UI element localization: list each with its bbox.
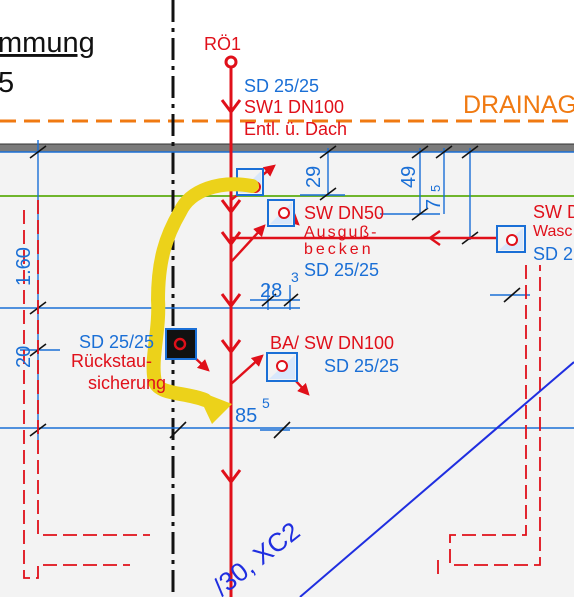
highlight-arrowhead xyxy=(196,390,232,424)
floor-drain-square-icon xyxy=(267,199,295,227)
diagonal-section-line xyxy=(299,361,574,597)
sw-dn50-label: SW DN50 xyxy=(304,203,384,223)
rueck-label-1: Rückstau- xyxy=(71,351,152,371)
dim-28-sup: 3 xyxy=(291,269,299,285)
sw1-label: SW1 DN100 xyxy=(244,97,344,117)
dim-28: 28 xyxy=(260,280,282,302)
backflow-preventer-icon xyxy=(165,328,197,360)
drainage-label: DRAINAG xyxy=(463,91,574,119)
dim-160: 1.60 xyxy=(13,247,35,286)
entl-label: Entl. ü. Dach xyxy=(244,119,347,139)
dim-49: 49 xyxy=(398,166,420,188)
right-wasc-label: Wasc xyxy=(533,223,572,240)
main-pipe xyxy=(224,55,238,597)
sd-left-label: SD 25/25 xyxy=(79,332,154,352)
dim-29: 29 xyxy=(303,166,325,188)
rueck-label-2: sicherung xyxy=(88,373,166,393)
wall-band xyxy=(0,144,574,152)
pipe-flow-arrows xyxy=(220,99,242,485)
title-line2: 5 xyxy=(0,67,14,99)
dim-85-sup: 5 xyxy=(262,395,270,411)
sd-ba-label: SD 25/25 xyxy=(324,356,399,376)
ba-sw-label: BA/ SW DN100 xyxy=(270,333,394,353)
branch-left-arrow xyxy=(427,230,441,246)
sd-mid-label: SD 25/25 xyxy=(304,260,379,280)
title-partial: mmung xyxy=(0,27,95,59)
ausguss-label-2: becken xyxy=(304,241,374,258)
pipe-id-label: RÖ1 xyxy=(204,34,241,54)
sd-top-label: SD 25/25 xyxy=(244,76,319,96)
dashed-outlines xyxy=(23,200,541,580)
dim-7-sup: 5 xyxy=(428,185,443,192)
ausguss-label-1: Ausguß- xyxy=(304,224,378,241)
right-sw-label: SW D xyxy=(533,202,574,222)
floor-drain-square-icon xyxy=(496,225,526,253)
floor-drain-square-icon xyxy=(266,352,298,382)
dim-20: 20 xyxy=(13,346,35,368)
dim-85: 85 xyxy=(235,405,257,427)
right-sd-label: SD 2 xyxy=(533,244,573,264)
highlight-stroke xyxy=(146,177,259,407)
dim-7: 7 xyxy=(423,199,445,210)
